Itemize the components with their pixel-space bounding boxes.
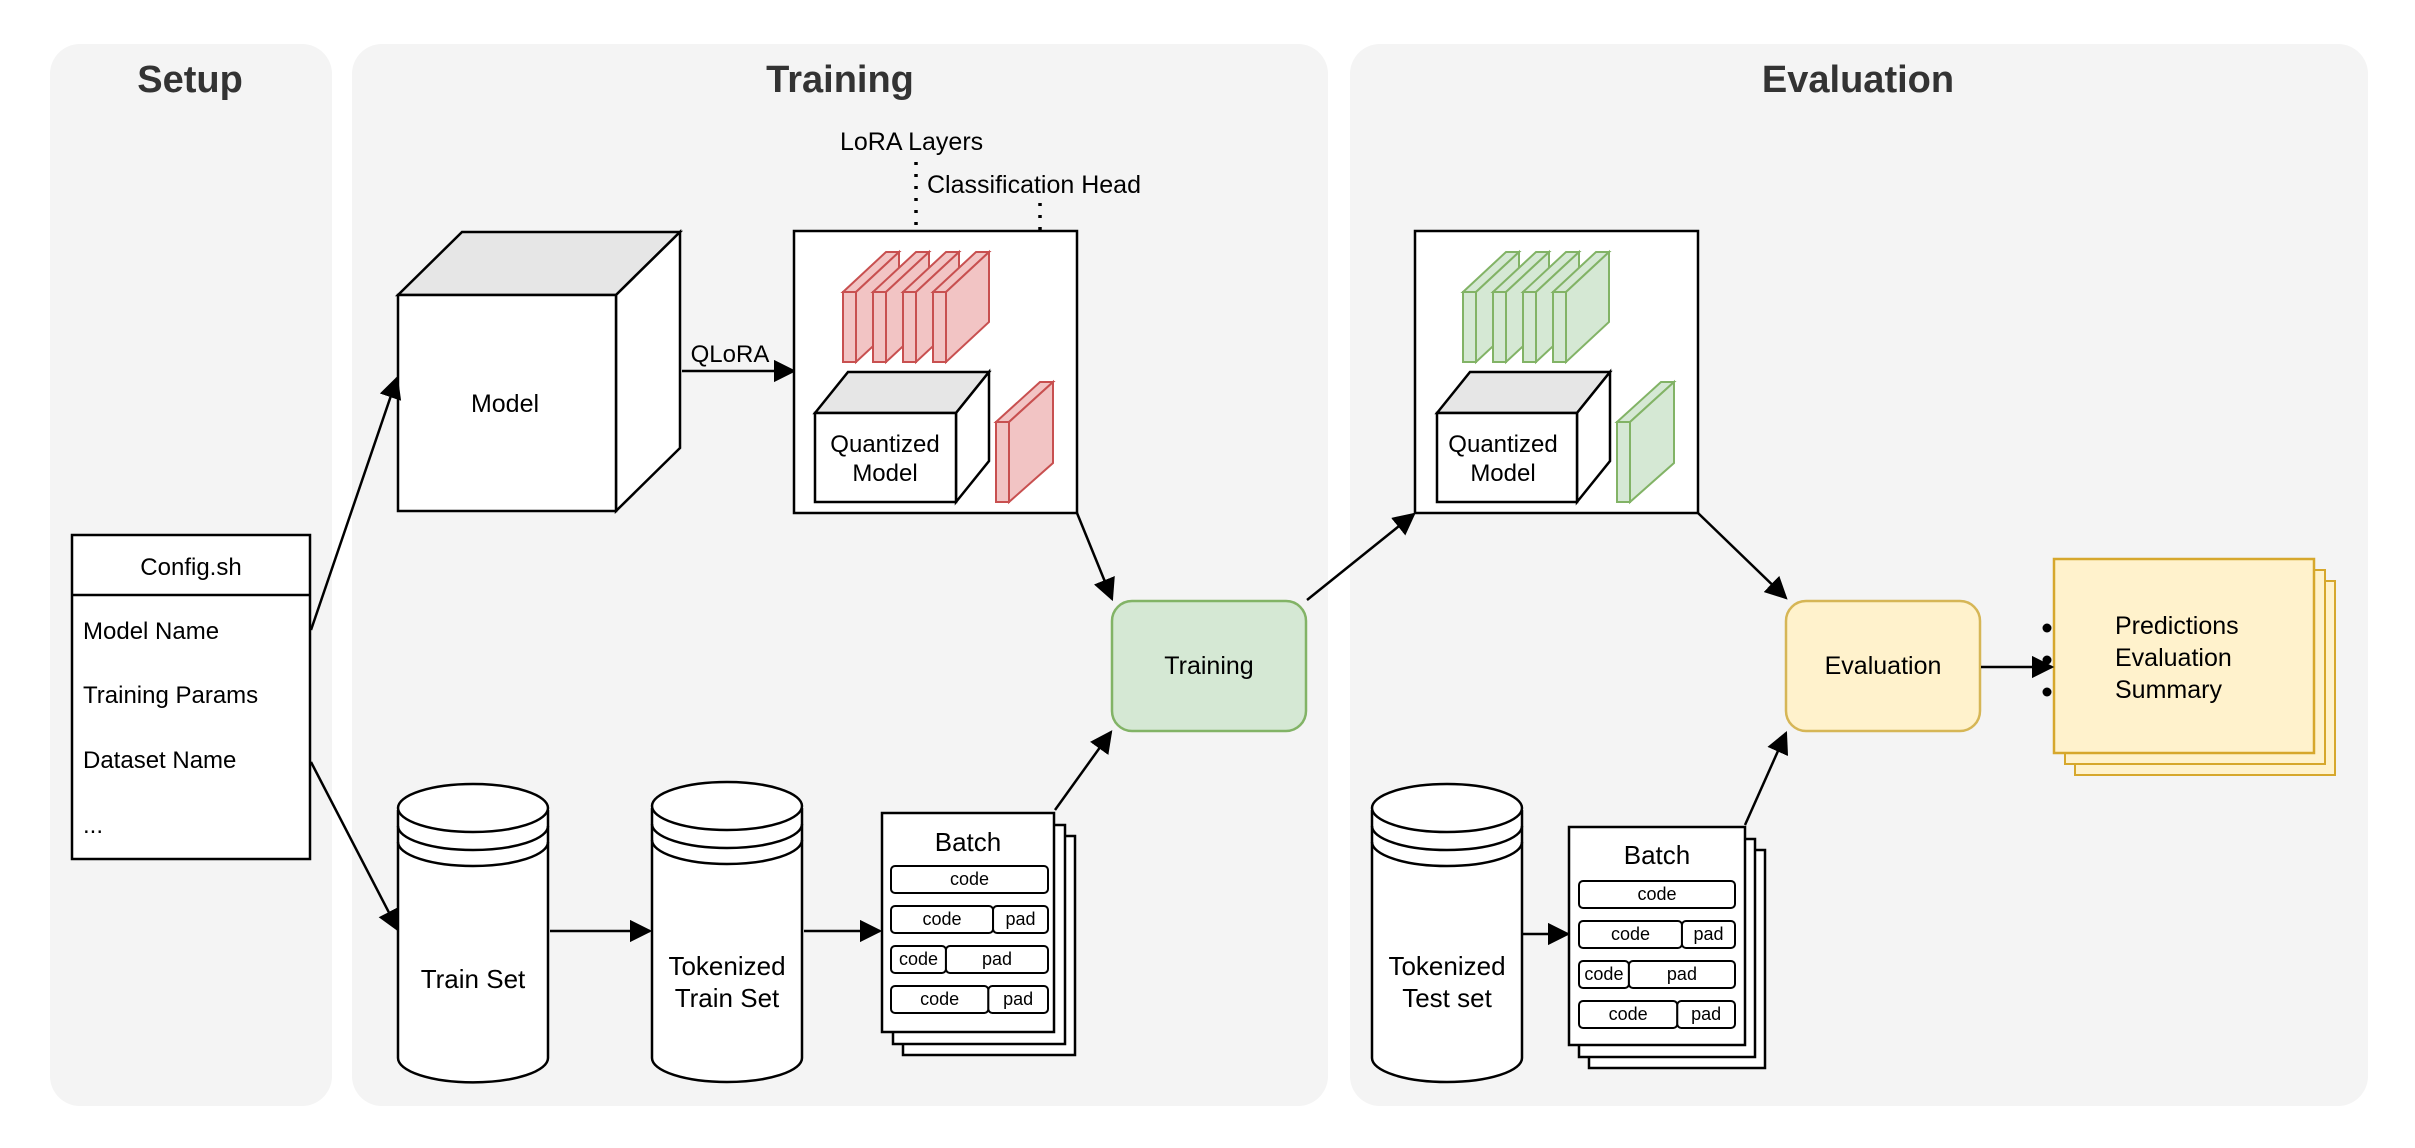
tokenized-test-set-label: Tokenized bbox=[1388, 951, 1505, 981]
quantized-model-label: Model bbox=[852, 460, 917, 487]
lora-layers-red bbox=[840, 249, 992, 365]
arrow-training-to-finetuned bbox=[1306, 512, 1416, 601]
config-title: Config.sh bbox=[140, 554, 241, 581]
quantized-model-cube: Quantized Model bbox=[1434, 368, 1613, 506]
output-item: Evaluation bbox=[2115, 644, 2232, 672]
arrow-config-to-trainset bbox=[309, 761, 400, 932]
pad-token bbox=[987, 985, 1050, 1014]
training-process-label: Training bbox=[1164, 652, 1253, 680]
bullet bbox=[2042, 687, 2052, 697]
quantized-model-box-evaluation: Quantized Model bbox=[1413, 229, 1700, 515]
code-token-label: code bbox=[920, 989, 959, 1009]
pad-token bbox=[1627, 960, 1737, 989]
pad-token bbox=[944, 945, 1050, 974]
lora-layer bbox=[1550, 249, 1612, 365]
config-box: Config.sh Model Name Training Params Dat… bbox=[70, 533, 312, 861]
output-item: Predictions bbox=[2115, 612, 2239, 640]
pad-token-label: pad bbox=[1693, 924, 1723, 944]
connector-arrows bbox=[309, 375, 2055, 946]
pad-token bbox=[1676, 1000, 1737, 1029]
code-token-label: code bbox=[1609, 1004, 1648, 1024]
quantized-model-label: Quantized bbox=[1448, 431, 1557, 458]
config-item: Training Params bbox=[83, 682, 258, 709]
evaluation-panel-title: Evaluation bbox=[1762, 59, 1954, 101]
pad-token-label: pad bbox=[982, 949, 1012, 969]
evaluation-process-label: Evaluation bbox=[1825, 652, 1942, 680]
config-item: ... bbox=[83, 812, 103, 839]
code-token-label: code bbox=[1584, 964, 1623, 984]
pad-token-label: pad bbox=[1003, 989, 1033, 1009]
training-panel-title: Training bbox=[766, 59, 914, 101]
lora-layers-green bbox=[1460, 249, 1612, 365]
classification-head-green bbox=[1614, 379, 1677, 505]
classification-head-annotation: Classification Head bbox=[927, 171, 1141, 199]
arrow-config-to-model bbox=[309, 375, 402, 631]
tokenized-train-set-cylinder: Tokenized Train Set bbox=[650, 780, 804, 1084]
lora-layer bbox=[930, 249, 992, 365]
train-set-cylinder: Train Set bbox=[396, 782, 550, 1084]
lora-layers-annotation: LoRA Layers bbox=[840, 128, 983, 156]
qlora-label: QLoRA bbox=[691, 341, 770, 368]
pad-token bbox=[992, 905, 1049, 934]
arrow-finetuned-to-evaluation bbox=[1697, 512, 1788, 600]
pad-token bbox=[1680, 920, 1736, 949]
code-token bbox=[1578, 880, 1736, 909]
config-item: Dataset Name bbox=[83, 747, 236, 774]
code-token-label: code bbox=[950, 869, 989, 889]
pad-token-label: pad bbox=[1667, 964, 1697, 984]
qlora-arrow: QLoRA bbox=[682, 341, 797, 383]
code-token-label: code bbox=[1637, 884, 1676, 904]
arrow-quantized-to-training bbox=[1075, 512, 1115, 602]
batch-title: Batch bbox=[1624, 840, 1691, 870]
setup-panel-title: Setup bbox=[137, 59, 243, 101]
evaluation-process-box: Evaluation bbox=[1784, 599, 1982, 733]
pad-token-label: pad bbox=[1006, 909, 1036, 929]
train-set-label: Train Set bbox=[421, 964, 526, 994]
tokenized-test-set-label: Test set bbox=[1402, 983, 1492, 1013]
config-item: Model Name bbox=[83, 618, 219, 645]
arrow-batch-to-evaluation bbox=[1743, 730, 1789, 826]
code-token bbox=[890, 865, 1049, 894]
outputs-stack: Predictions Evaluation Summary bbox=[2042, 557, 2336, 776]
quantized-model-box-training: Quantized Model bbox=[792, 229, 1079, 515]
code-token-label: code bbox=[923, 909, 962, 929]
output-item: Summary bbox=[2115, 676, 2222, 704]
tokenized-train-set-label: Tokenized bbox=[668, 951, 785, 981]
code-token-label: code bbox=[1611, 924, 1650, 944]
model-cube: Model bbox=[394, 229, 684, 514]
quantized-model-cube: Quantized Model bbox=[812, 368, 992, 506]
pad-token-label: pad bbox=[1691, 1004, 1721, 1024]
quantized-model-label: Model bbox=[1470, 460, 1535, 487]
bullet bbox=[2042, 623, 2052, 633]
model-label: Model bbox=[471, 390, 539, 418]
tokenized-test-set-cylinder: Tokenized Test set bbox=[1370, 782, 1524, 1084]
tokenized-train-set-label: Train Set bbox=[675, 983, 780, 1013]
classification-head-red bbox=[993, 379, 1056, 505]
arrow-batch-to-training bbox=[1053, 730, 1113, 811]
batch-title: Batch bbox=[935, 827, 1002, 857]
code-token-label: code bbox=[899, 949, 938, 969]
bullet bbox=[2042, 655, 2052, 665]
training-process-box: Training bbox=[1110, 599, 1308, 733]
quantized-model-label: Quantized bbox=[830, 431, 939, 458]
